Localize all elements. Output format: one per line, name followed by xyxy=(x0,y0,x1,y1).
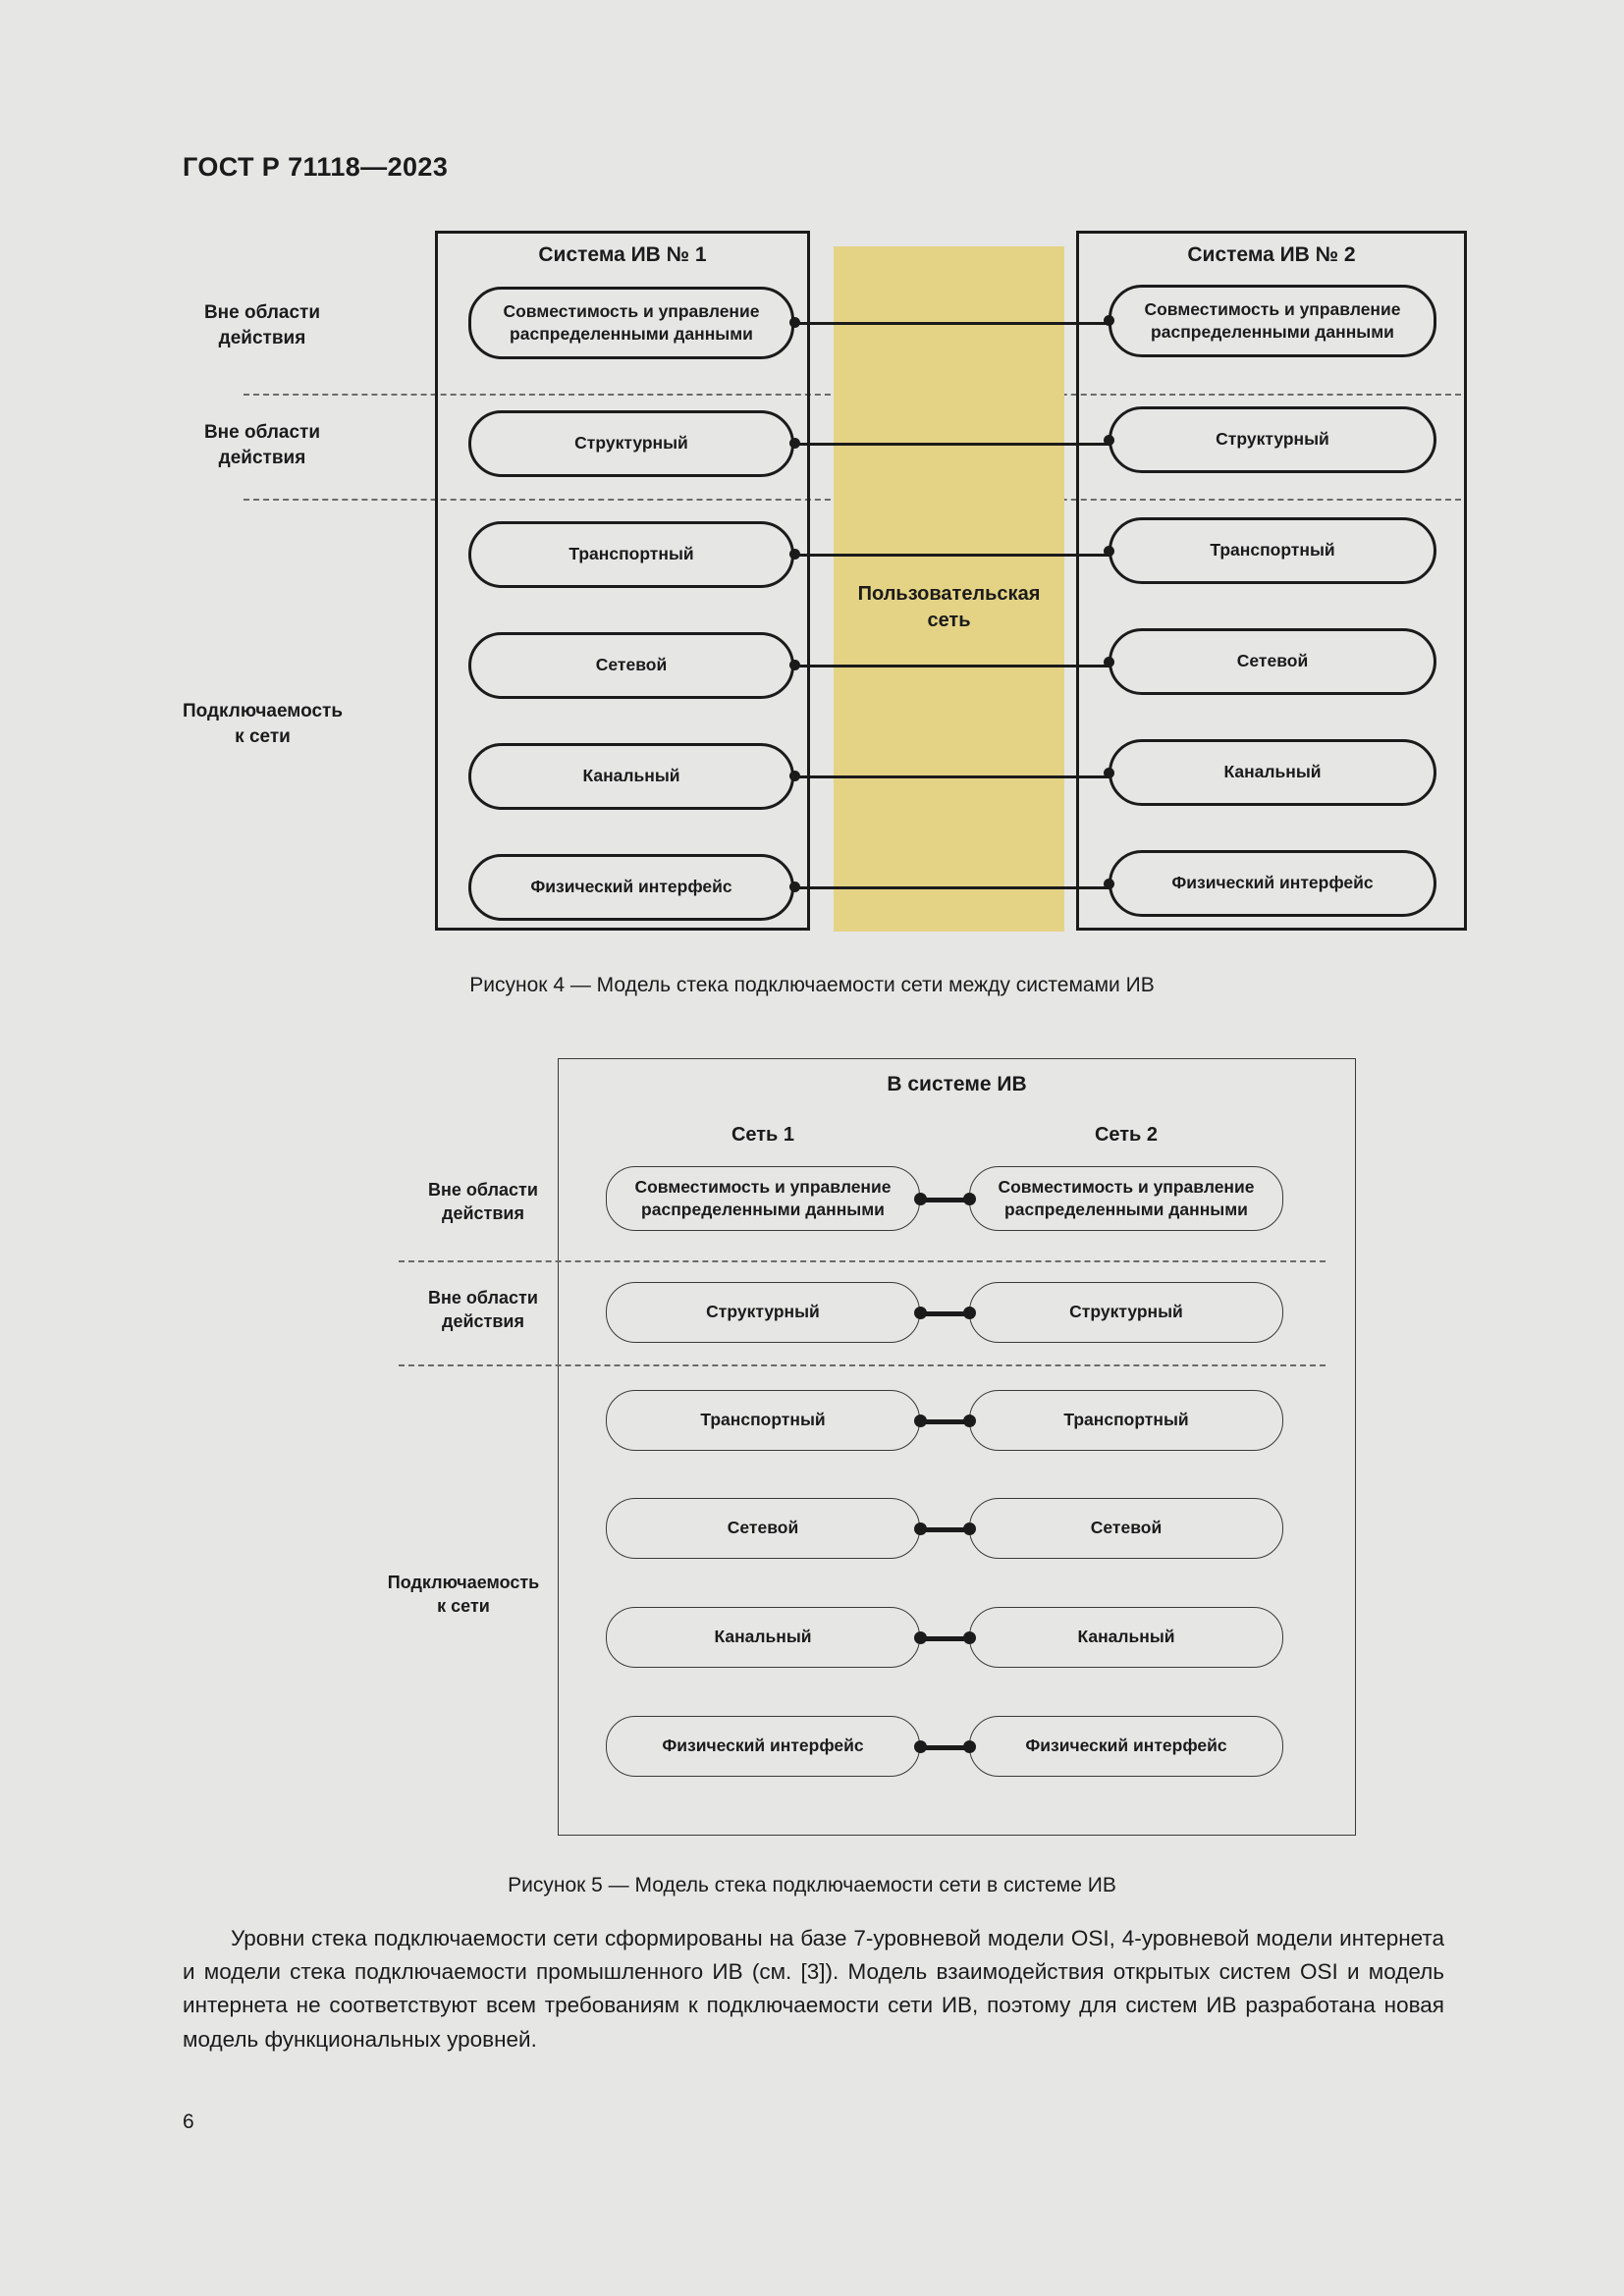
fig5-connector-dot-right-1 xyxy=(963,1193,976,1205)
fig5-scope-label-1: Вне области действия xyxy=(428,1180,538,1224)
fig5-layer-right-5: Канальный xyxy=(969,1607,1283,1668)
fig5-layer-right-3: Транспортный xyxy=(969,1390,1283,1451)
layer-box-right-2: Структурный xyxy=(1109,406,1436,473)
fig5-layer-right-1: Совместимость и управление распределенны… xyxy=(969,1166,1283,1231)
connector-dot-right-6 xyxy=(1104,879,1114,889)
scope-label-3: Подключаемость к сети xyxy=(182,701,343,747)
connector-dot-left-4 xyxy=(789,660,800,670)
fig5-connector-dot-right-2 xyxy=(963,1307,976,1319)
connector-dot-right-3 xyxy=(1104,546,1114,557)
layer-box-left-4: Сетевой xyxy=(468,632,794,699)
connector-dot-right-2 xyxy=(1104,435,1114,446)
connector-line-6 xyxy=(795,886,1110,889)
layer-box-right-4: Сетевой xyxy=(1109,628,1436,695)
fig5-layer-left-4: Сетевой xyxy=(606,1498,920,1559)
connector-dot-left-5 xyxy=(789,771,800,781)
layer-box-right-1: Совместимость и управление распределенны… xyxy=(1109,285,1436,357)
page-number: 6 xyxy=(183,2110,194,2133)
user-network-band xyxy=(834,246,1064,932)
fig5-connector-dot-right-6 xyxy=(963,1740,976,1753)
system-2-title: Система ИВ № 2 xyxy=(1187,243,1356,266)
fig5-scope-divider-2 xyxy=(399,1364,1326,1366)
network-1-title: Сеть 1 xyxy=(731,1124,795,1146)
fig5-connector-line-1 xyxy=(920,1198,969,1202)
figure-4-caption: Рисунок 4 — Модель стека подключаемости … xyxy=(469,974,1155,996)
fig5-layer-left-1: Совместимость и управление распределенны… xyxy=(606,1166,920,1231)
fig5-connector-line-2 xyxy=(920,1311,969,1316)
fig5-scope-label-3: Подключаемость к сети xyxy=(387,1573,540,1617)
scope-label-2: Вне области действия xyxy=(203,422,321,468)
connector-line-1 xyxy=(795,322,1110,325)
figure-4: Вне области действия Вне области действи… xyxy=(0,0,1624,996)
fig5-connector-line-6 xyxy=(920,1745,969,1750)
connector-dot-left-6 xyxy=(789,881,800,892)
scope-label-1: Вне области действия xyxy=(203,302,321,348)
connector-line-2 xyxy=(795,443,1110,446)
layer-box-right-3: Транспортный xyxy=(1109,517,1436,584)
fig5-connector-dot-right-5 xyxy=(963,1631,976,1644)
fig5-layer-left-6: Физический интерфейс xyxy=(606,1716,920,1777)
connector-dot-left-1 xyxy=(789,317,800,328)
fig5-connector-dot-right-4 xyxy=(963,1522,976,1535)
connector-line-5 xyxy=(795,775,1110,778)
page-title: ГОСТ Р 71118—2023 xyxy=(183,152,449,182)
fig5-layer-left-2: Структурный xyxy=(606,1282,920,1343)
system-box-in: В системе ИВ xyxy=(558,1058,1356,1836)
connector-line-3 xyxy=(795,554,1110,557)
fig5-layer-right-4: Сетевой xyxy=(969,1498,1283,1559)
layer-box-left-6: Физический интерфейс xyxy=(468,854,794,921)
connector-dot-right-4 xyxy=(1104,657,1114,667)
system-box-2: Система ИВ № 2 xyxy=(1076,231,1467,931)
fig5-layer-left-5: Канальный xyxy=(606,1607,920,1668)
fig5-connector-line-4 xyxy=(920,1527,969,1532)
layer-box-right-5: Канальный xyxy=(1109,739,1436,806)
system-1-title: Система ИВ № 1 xyxy=(538,243,707,266)
network-2-title: Сеть 2 xyxy=(1094,1124,1159,1146)
figure-5-caption: Рисунок 5 — Модель стека подключаемости … xyxy=(508,1874,1116,1896)
connector-dot-right-1 xyxy=(1104,315,1114,326)
connector-dot-left-2 xyxy=(789,438,800,449)
user-network-label: Пользовательская сеть xyxy=(857,583,1041,631)
fig5-scope-label-2: Вне области действия xyxy=(428,1288,538,1332)
fig5-layer-left-3: Транспортный xyxy=(606,1390,920,1451)
fig5-connector-dot-right-3 xyxy=(963,1415,976,1427)
connector-dot-left-3 xyxy=(789,549,800,560)
fig5-connector-line-3 xyxy=(920,1419,969,1424)
system-box-1: Система ИВ № 1 xyxy=(435,231,810,931)
layer-box-left-1: Совместимость и управление распределенны… xyxy=(468,287,794,359)
connector-line-4 xyxy=(795,665,1110,667)
fig5-layer-right-6: Физический интерфейс xyxy=(969,1716,1283,1777)
fig5-scope-divider-1 xyxy=(399,1260,1326,1262)
layer-box-left-5: Канальный xyxy=(468,743,794,810)
connector-dot-right-5 xyxy=(1104,768,1114,778)
fig5-layer-right-2: Структурный xyxy=(969,1282,1283,1343)
system-in-title: В системе ИВ xyxy=(887,1073,1027,1095)
figure-5: В системе ИВ Сеть 1 Сеть 2 Вне области д… xyxy=(0,0,1624,1896)
body-paragraph: Уровни стека подключаемости сети сформир… xyxy=(183,1926,1444,2052)
fig5-connector-line-5 xyxy=(920,1636,969,1641)
